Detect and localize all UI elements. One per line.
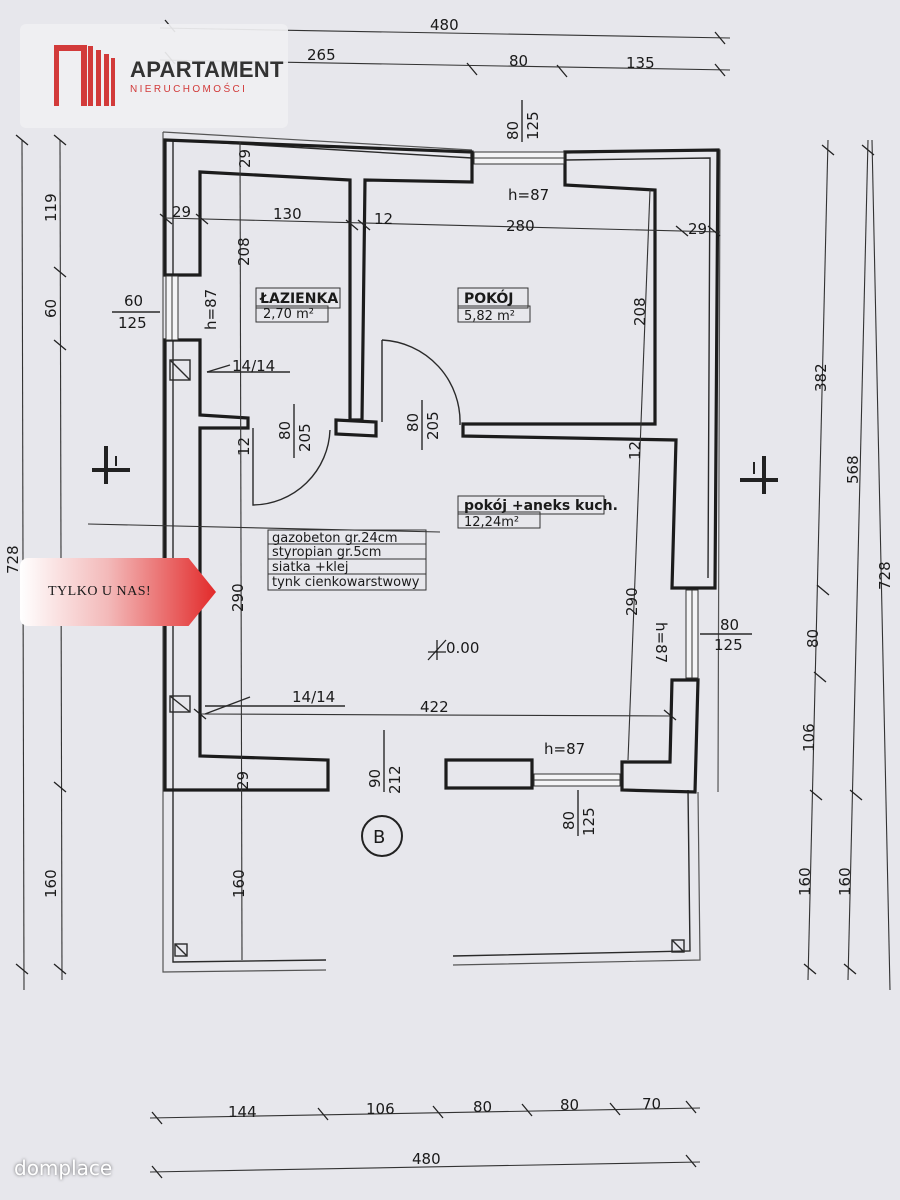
logo-title: APARTAMENT	[130, 57, 284, 82]
doors	[252, 339, 461, 506]
bath-window-width: 60	[124, 292, 143, 310]
watermark: domplace	[14, 1156, 113, 1180]
dim-bottom-d: 80	[560, 1096, 579, 1114]
dim-top-total: 480	[430, 16, 459, 34]
dim-top-a: 265	[307, 46, 336, 64]
dim-right-total: 728	[876, 561, 894, 590]
top-window-width: 80	[504, 121, 522, 140]
dim-bottom-total: 480	[412, 1150, 441, 1168]
interior-dimension-labels: 29 130 12 280 29 29 208 208 12 12 290 29…	[172, 149, 707, 898]
dim-bottom-a: 144	[228, 1103, 257, 1121]
bottom-window-sill: h=87	[544, 740, 585, 758]
dim-right-mid: 568	[844, 455, 862, 484]
right-window-height: 125	[714, 636, 743, 654]
legend-line-3: siatka +klej	[272, 560, 349, 575]
dim-partition-b: 12	[235, 437, 253, 456]
bath-door-width: 80	[276, 421, 294, 440]
room-door-height: 205	[424, 411, 442, 440]
section-arrow-right-icon	[740, 456, 778, 494]
bath-door-height: 205	[296, 423, 314, 452]
legend-line-4: tynk cienkowarstwowy	[272, 575, 420, 590]
dim-left-b: 60	[42, 299, 60, 318]
building-bars-icon	[53, 44, 116, 108]
interior-dimensions	[87, 141, 721, 961]
wall-legend: gazobeton gr.24cm styropian gr.5cm siatk…	[267, 529, 427, 591]
room-door-width: 80	[404, 413, 422, 432]
entry-width: 90	[366, 769, 384, 788]
dim-partition: 12	[374, 210, 393, 228]
badge-label: TYLKO U NAS!	[48, 584, 152, 599]
section-arrow-left-icon	[92, 446, 130, 484]
bedroom-name: POKÓJ	[464, 289, 514, 307]
dim-wall-right: 29	[688, 220, 707, 238]
dim-room-width: 280	[506, 217, 535, 235]
entry-height: 212	[386, 765, 404, 794]
living-area: 12,24m²	[464, 515, 519, 530]
dim-vent-bottom: 14/14	[292, 688, 335, 706]
dim-living-height: 290	[229, 583, 247, 612]
opening-labels: 80 125 h=87 60 125 h=87 80 125 h=87 h=87…	[112, 100, 752, 836]
logo: APARTAMENT NIERUCHOMOŚCI	[20, 24, 288, 128]
legend-line-1: gazobeton gr.24cm	[272, 531, 398, 546]
bottom-window-width: 80	[560, 811, 578, 830]
bath-window-height: 125	[118, 314, 147, 332]
dim-living-width: 422	[420, 698, 449, 716]
dim-left-a: 119	[42, 193, 60, 222]
dim-wall-top: 29	[236, 149, 254, 168]
dim-terrace: 160	[230, 869, 248, 898]
legend-line-2: styropian gr.5cm	[272, 545, 381, 560]
living-name: pokój +aneks kuch.	[464, 498, 618, 514]
vents	[169, 359, 191, 713]
dim-left-c: 160	[42, 869, 60, 898]
section-markers: B	[92, 446, 778, 857]
dim-right-c: 106	[800, 723, 818, 752]
dim-bath-width: 130	[273, 205, 302, 223]
dim-left-total: 728	[4, 545, 22, 574]
level-mark: 0.00	[427, 639, 479, 661]
building-walls	[162, 131, 721, 973]
top-window-height: 125	[524, 111, 542, 140]
exclusive-badge: TYLKO U NAS!	[20, 558, 216, 626]
dim-bath-height: 208	[235, 237, 253, 266]
dim-top-b: 80	[509, 52, 528, 70]
section-mark: B	[373, 827, 385, 848]
level-value: 0.00	[446, 639, 479, 657]
bathroom-name: ŁAZIENKA	[259, 291, 338, 307]
dim-wall-bottom: 29	[234, 771, 252, 790]
bottom-window-height: 125	[580, 807, 598, 836]
dim-room-height: 208	[631, 297, 649, 326]
bottom-dimensions: 144 106 80 80 70 480	[149, 1095, 701, 1179]
bedroom-area: 5,82 m²	[464, 309, 515, 324]
right-window-width: 80	[720, 616, 739, 634]
top-dimensions: 480 265 80 135	[159, 16, 731, 78]
bath-window-sill: h=87	[202, 289, 220, 330]
dim-right-a: 382	[812, 363, 830, 392]
dim-right-e: 160	[836, 867, 854, 896]
dim-vent-top: 14/14	[232, 357, 275, 375]
top-window-sill: h=87	[508, 186, 549, 204]
dim-top-c: 135	[626, 54, 655, 72]
logo-subtitle: NIERUCHOMOŚCI	[130, 84, 248, 95]
dim-bottom-c: 80	[473, 1098, 492, 1116]
dim-right-b: 80	[804, 629, 822, 648]
room-labels: ŁAZIENKA 2,70 m² POKÓJ 5,82 m² pokój +an…	[255, 287, 618, 530]
bathroom-area: 2,70 m²	[263, 307, 314, 322]
right-dimensions: 382 80 106 160 568 160 728	[796, 139, 894, 991]
dim-bottom-b: 106	[366, 1100, 395, 1118]
dim-living-height-right: 290	[623, 587, 641, 616]
dim-bottom-e: 70	[642, 1095, 661, 1113]
dim-wall-left-top: 29	[172, 203, 191, 221]
right-window-sill: h=87	[652, 622, 670, 663]
dim-right-d: 160	[796, 867, 814, 896]
dim-partition-c: 12	[626, 441, 644, 460]
windows	[165, 151, 699, 787]
